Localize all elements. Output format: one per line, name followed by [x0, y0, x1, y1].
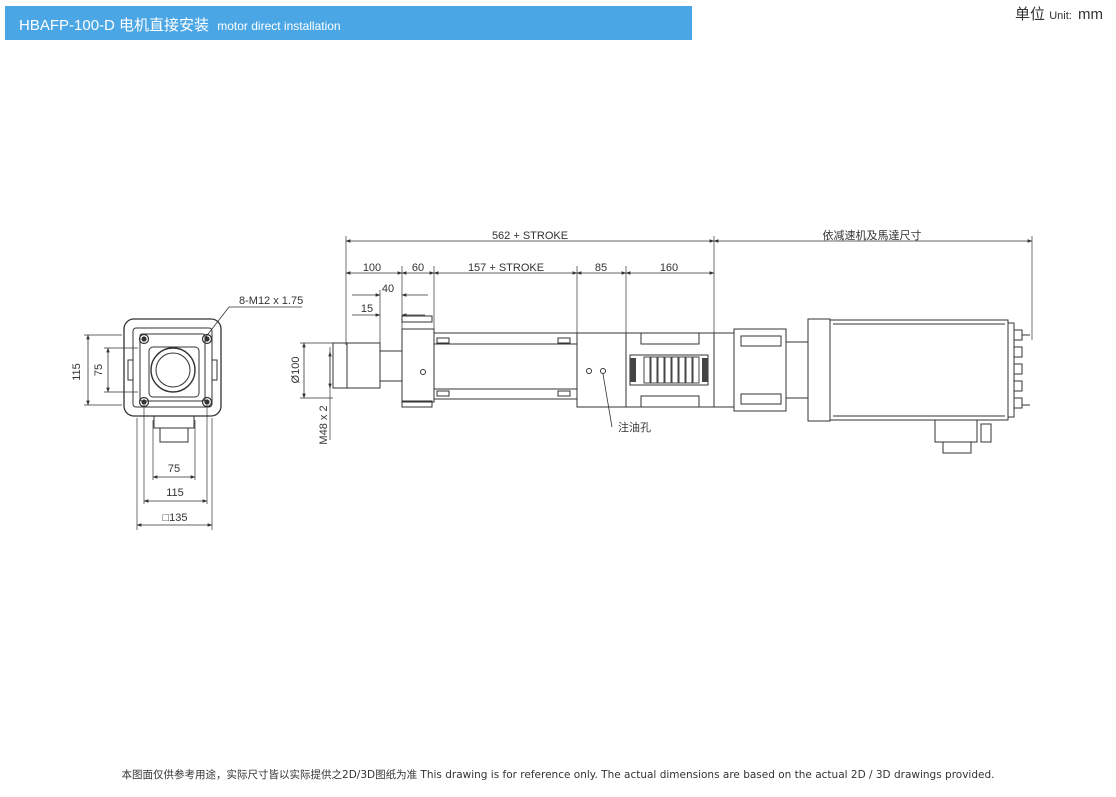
- label-oil-hole: 注油孔: [618, 420, 651, 434]
- label-100: 100: [363, 262, 381, 274]
- flange-recess: [139, 333, 206, 402]
- label-rod-thread: M48 x 2: [318, 405, 330, 444]
- page-title: HBAFP-100-D 电机直接安装 motor direct installa…: [19, 14, 341, 35]
- reducer-neck: [785, 341, 809, 399]
- title-en: motor direct installation: [217, 19, 341, 33]
- rod-circle-inner: [155, 352, 191, 388]
- label-15: 15: [361, 303, 373, 315]
- motor-end-cap: [1007, 322, 1015, 418]
- title-cn: 电机直接安装: [119, 17, 210, 34]
- unit-value: mm: [1078, 6, 1103, 23]
- reducer-housing: [733, 328, 787, 412]
- label-rod-diameter: Ø100: [290, 357, 302, 384]
- label-stroke: 157 + STROKE: [468, 262, 544, 274]
- rod-square: [148, 346, 200, 398]
- motor-flange: [807, 318, 831, 422]
- oil-hole-leader: [602, 373, 613, 428]
- front-hole: [420, 369, 426, 375]
- unit-en: Unit:: [1049, 10, 1072, 22]
- motor-end-fins: [1013, 329, 1023, 409]
- rod-circle-outer: [150, 347, 196, 393]
- label-overall: 562 + STROKE: [492, 230, 568, 242]
- side-view: [300, 236, 1033, 454]
- connector-body: [153, 415, 195, 429]
- label-reducer: 依减速机及馬達尺寸: [823, 228, 922, 242]
- footer-note: 本图面仅供参考用途，实际尺寸皆以实际提供之2D/3D图纸为准 This draw…: [121, 769, 995, 781]
- label-thread: 8-M12 x 1.75: [239, 295, 303, 307]
- rear-housing: [576, 332, 627, 408]
- front-flange: [401, 328, 435, 403]
- front-flange-top: [401, 315, 433, 323]
- connector-plug: [159, 427, 189, 443]
- coupler: [713, 332, 735, 408]
- label-40: 40: [382, 283, 394, 295]
- motor-connector: [934, 419, 978, 443]
- label-60: 60: [412, 262, 424, 274]
- bolt-holes: [138, 333, 213, 408]
- unit-cn: 单位: [1015, 6, 1046, 23]
- label-160: 160: [660, 262, 678, 274]
- front-flange-bottom: [401, 400, 433, 408]
- label-end-height-inner: 75: [93, 364, 105, 376]
- label-end-width-mid: 115: [166, 487, 184, 499]
- label-end-width-outer: □135: [163, 512, 188, 524]
- label-end-height-outer: 115: [71, 363, 83, 381]
- model-name: HBAFP-100-D: [19, 17, 115, 34]
- end-view: [84, 306, 302, 530]
- unit-label: 单位 Unit: mm: [1015, 3, 1103, 24]
- label-85: 85: [595, 262, 607, 274]
- label-end-width-inner: 75: [168, 463, 180, 475]
- rod-neck: [379, 350, 403, 382]
- title-bar: HBAFP-100-D 电机直接安装 motor direct installa…: [5, 6, 692, 40]
- side-port-right: [211, 359, 218, 381]
- cooling-fins: [643, 356, 700, 384]
- motor-body: [829, 319, 1009, 421]
- rod: [332, 342, 381, 389]
- side-port-left: [127, 359, 134, 381]
